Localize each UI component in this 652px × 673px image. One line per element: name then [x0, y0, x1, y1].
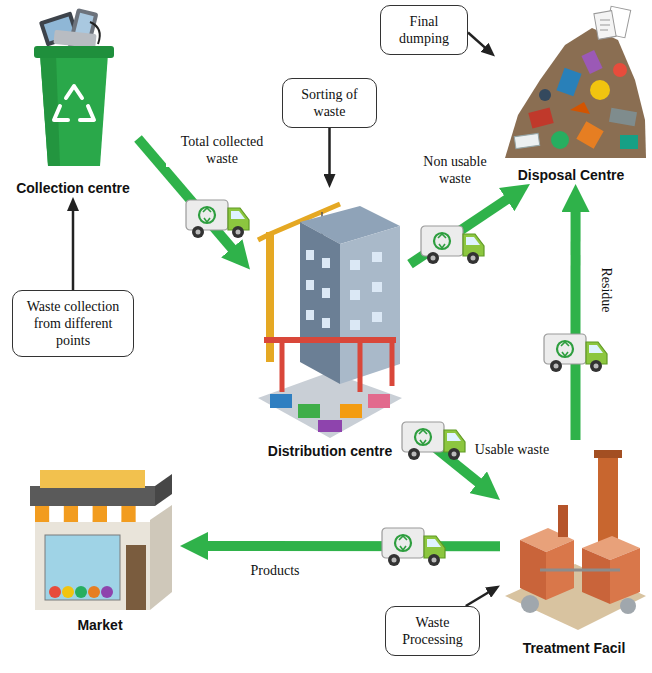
callout-text: Waste collection from different points: [19, 298, 127, 349]
garbage-truck: [402, 422, 465, 460]
callout-box: Waste Processing: [385, 606, 480, 656]
waste-heap-illustration: [505, 6, 646, 158]
callout-box: Sorting of waste: [282, 78, 377, 128]
station-label: Collection centre: [8, 180, 138, 197]
garbage-truck: [544, 334, 607, 372]
station-label: Market: [20, 617, 180, 634]
pointer-arrow: [72, 204, 75, 290]
pointer-arrow: [466, 589, 494, 606]
flow-label: Total collected waste: [166, 133, 278, 167]
garbage-truck: [186, 200, 249, 238]
flow-label: Non usable waste: [411, 153, 499, 187]
illustrated-station: Collection centre: [8, 2, 138, 197]
flow-arrow: [410, 192, 518, 264]
callout-text: Waste Processing: [392, 614, 473, 648]
flow-label: Usable waste: [473, 441, 551, 458]
pointer-arrow: [468, 33, 490, 52]
pointer-arrow: [328, 128, 331, 181]
recycle-bin-illustration: [34, 8, 114, 166]
illustrated-station: Market: [20, 455, 180, 634]
flow-arrow: [194, 541, 500, 551]
flow-arrow: [570, 198, 580, 440]
station-label: Treatment Facil: [500, 640, 648, 657]
station-label: Distribution centre: [250, 443, 410, 460]
callout-text: Final dumping: [387, 13, 461, 47]
illustrated-station: Distribution centre: [250, 188, 410, 460]
callout-text: Sorting of waste: [289, 86, 370, 120]
distribution-building-illustration: [258, 204, 402, 438]
flow-label: Residue: [598, 265, 615, 314]
callout-box: Waste collection from different points: [12, 290, 134, 357]
illustrated-station: Disposal Centre: [495, 2, 647, 184]
station-label: Disposal Centre: [495, 167, 647, 184]
flow-label: Products: [249, 562, 302, 579]
market-illustration: [30, 470, 172, 610]
treatment-plant-illustration: [505, 450, 646, 630]
garbage-truck: [421, 226, 484, 264]
callout-box: Final dumping: [380, 5, 468, 55]
garbage-truck: [382, 528, 445, 566]
illustrated-station: Treatment Facil: [500, 440, 648, 657]
